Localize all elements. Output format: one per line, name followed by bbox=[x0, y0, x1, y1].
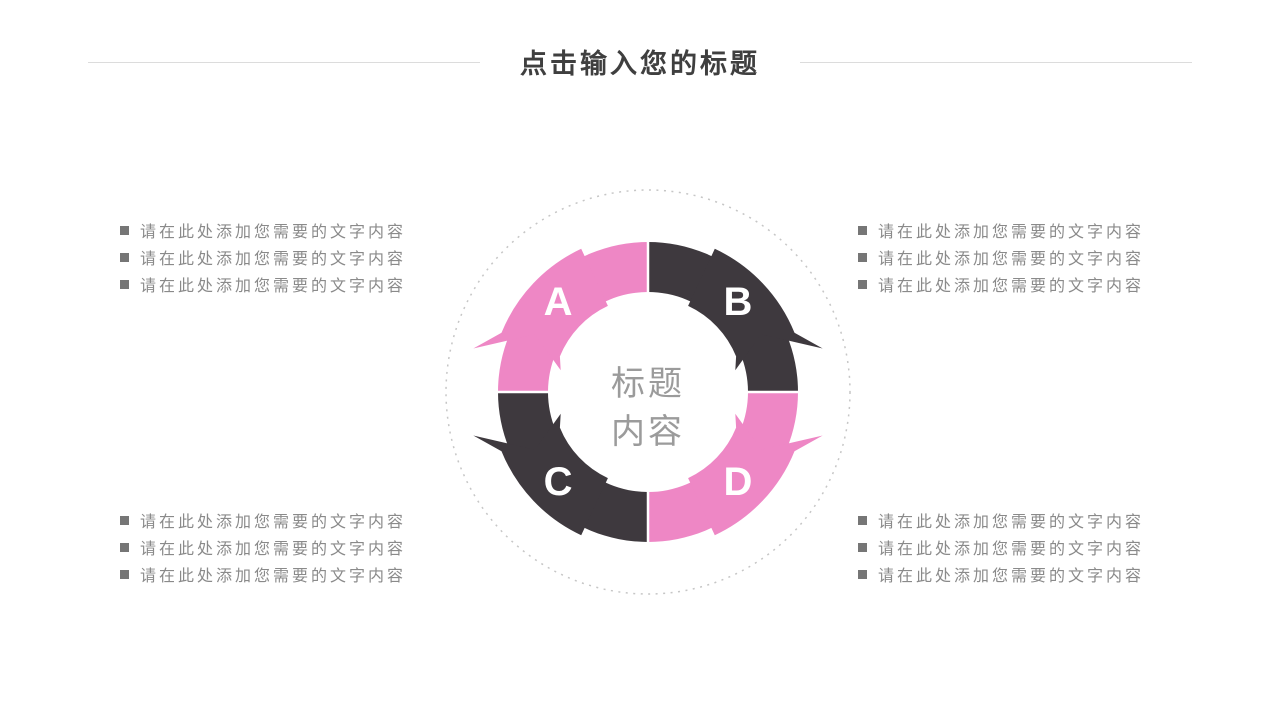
placeholder-text: 请在此处添加您需要的文字内容 bbox=[878, 251, 1145, 268]
segment-c-ribbon-tail bbox=[473, 413, 608, 536]
placeholder-text: 请在此处添加您需要的文字内容 bbox=[140, 224, 407, 241]
bullet-square-icon bbox=[120, 252, 129, 262]
diagram-segment-c[interactable]: C bbox=[473, 392, 648, 542]
segment-a-ribbon-tail bbox=[473, 248, 608, 371]
bullet-list-item[interactable]: 请在此处添加您需要的文字内容 bbox=[858, 273, 1144, 295]
bullet-list-item[interactable]: 请在此处添加您需要的文字内容 bbox=[120, 246, 406, 268]
center-text-line2: 内容 bbox=[611, 413, 685, 451]
placeholder-text: 请在此处添加您需要的文字内容 bbox=[140, 278, 407, 295]
slide-title-placeholder[interactable]: 点击输入您的标题 bbox=[520, 49, 760, 79]
segment-c-label: C bbox=[544, 460, 573, 504]
center-text-line1: 标题 bbox=[611, 365, 685, 403]
dotted-circle bbox=[445, 189, 851, 595]
placeholder-text: 请在此处添加您需要的文字内容 bbox=[878, 568, 1145, 585]
bullet-square-icon bbox=[120, 569, 129, 579]
bullet-square-icon bbox=[858, 279, 867, 289]
placeholder-text: 请在此处添加您需要的文字内容 bbox=[140, 514, 407, 531]
title-divider-left bbox=[88, 62, 480, 63]
bullet-list-item[interactable]: 请在此处添加您需要的文字内容 bbox=[858, 219, 1144, 241]
bullet-list-item[interactable]: 请在此处添加您需要的文字内容 bbox=[120, 219, 406, 241]
placeholder-text: 请在此处添加您需要的文字内容 bbox=[878, 224, 1145, 241]
text-block-top-left: 请在此处添加您需要的文字内容 请在此处添加您需要的文字内容 请在此处添加您需要的… bbox=[120, 219, 406, 295]
title-divider-right bbox=[800, 62, 1192, 63]
placeholder-text: 请在此处添加您需要的文字内容 bbox=[878, 541, 1145, 558]
text-block-bottom-left: 请在此处添加您需要的文字内容 请在此处添加您需要的文字内容 请在此处添加您需要的… bbox=[120, 509, 406, 585]
bullet-list-item[interactable]: 请在此处添加您需要的文字内容 bbox=[120, 563, 406, 585]
segment-d-ribbon-tail bbox=[688, 413, 823, 536]
bullet-square-icon bbox=[120, 225, 129, 235]
bullet-square-icon bbox=[120, 279, 129, 289]
placeholder-text: 请在此处添加您需要的文字内容 bbox=[140, 251, 407, 268]
cycle-diagram: A B C D bbox=[438, 182, 858, 602]
placeholder-text: 请在此处添加您需要的文字内容 bbox=[878, 278, 1145, 295]
bullet-square-icon bbox=[858, 542, 867, 552]
bullet-square-icon bbox=[858, 569, 867, 579]
placeholder-text: 请在此处添加您需要的文字内容 bbox=[140, 568, 407, 585]
placeholder-text: 请在此处添加您需要的文字内容 bbox=[140, 541, 407, 558]
bullet-square-icon bbox=[858, 225, 867, 235]
bullet-square-icon bbox=[858, 252, 867, 262]
diagram-segment-a[interactable]: A bbox=[473, 242, 648, 392]
segment-b-label: B bbox=[724, 280, 753, 324]
diagram-segment-d[interactable]: D bbox=[648, 392, 823, 542]
diagram-center-text-placeholder[interactable]: 标题 内容 bbox=[611, 365, 685, 451]
diagram-segment-b[interactable]: B bbox=[648, 242, 823, 392]
segment-a-label: A bbox=[544, 280, 573, 324]
cycle-diagram-svg: A B C D bbox=[445, 189, 851, 595]
bullet-list-item[interactable]: 请在此处添加您需要的文字内容 bbox=[858, 509, 1144, 531]
bullet-list-item[interactable]: 请在此处添加您需要的文字内容 bbox=[120, 509, 406, 531]
segment-d-label: D bbox=[724, 460, 753, 504]
text-block-top-right: 请在此处添加您需要的文字内容 请在此处添加您需要的文字内容 请在此处添加您需要的… bbox=[858, 219, 1144, 295]
bullet-list-item[interactable]: 请在此处添加您需要的文字内容 bbox=[858, 563, 1144, 585]
bullet-square-icon bbox=[120, 542, 129, 552]
bullet-list-item[interactable]: 请在此处添加您需要的文字内容 bbox=[858, 246, 1144, 268]
bullet-list-item[interactable]: 请在此处添加您需要的文字内容 bbox=[120, 273, 406, 295]
segment-b-ribbon-tail bbox=[688, 248, 823, 371]
bullet-list-item[interactable]: 请在此处添加您需要的文字内容 bbox=[858, 536, 1144, 558]
text-block-bottom-right: 请在此处添加您需要的文字内容 请在此处添加您需要的文字内容 请在此处添加您需要的… bbox=[858, 509, 1144, 585]
bullet-square-icon bbox=[858, 515, 867, 525]
bullet-square-icon bbox=[120, 515, 129, 525]
placeholder-text: 请在此处添加您需要的文字内容 bbox=[878, 514, 1145, 531]
bullet-list-item[interactable]: 请在此处添加您需要的文字内容 bbox=[120, 536, 406, 558]
